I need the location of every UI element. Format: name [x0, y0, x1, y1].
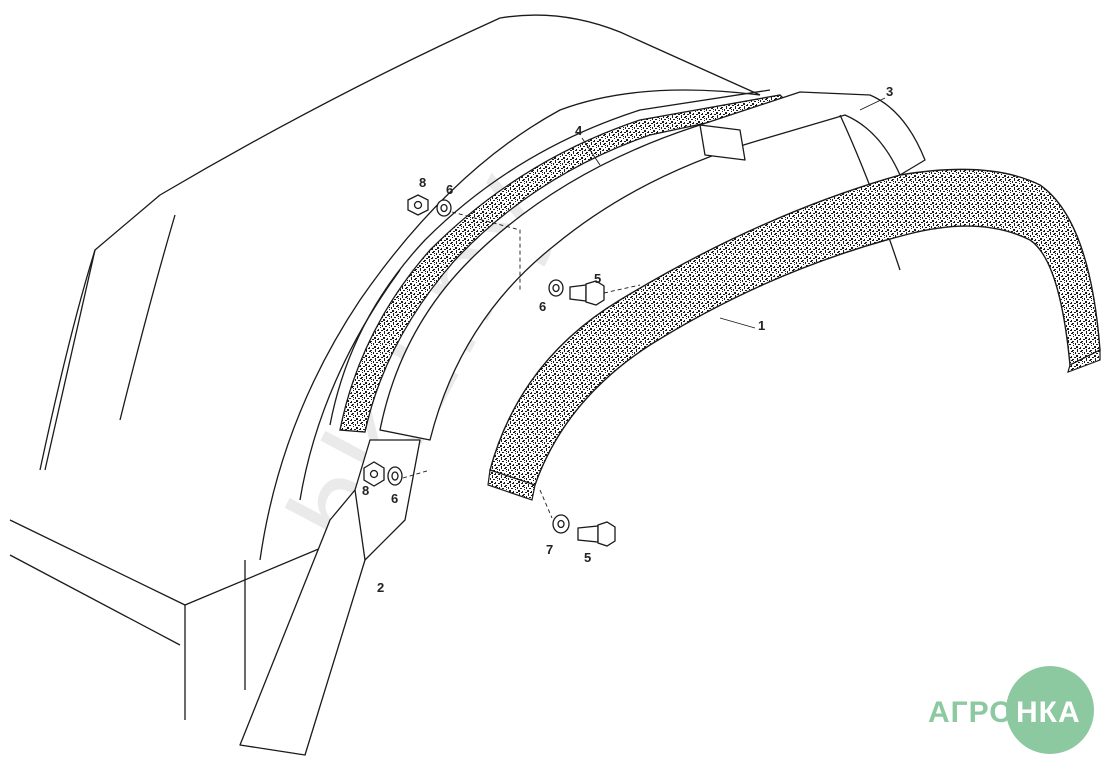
fastener-group-bottom	[552, 514, 616, 547]
part-2-support	[239, 439, 421, 756]
bracket-block	[699, 124, 746, 161]
fender-front-end	[487, 469, 536, 501]
bolt-shank-icon	[569, 284, 587, 302]
callout-5-middle: 5	[594, 271, 601, 286]
bracket-frame	[379, 91, 926, 441]
cab-pillar	[119, 214, 176, 421]
bolt-head-icon	[597, 521, 616, 547]
callout-6-upper: 6	[446, 182, 453, 197]
bolt-shank-icon	[577, 525, 599, 543]
logo-text-left: АГРО	[928, 696, 1014, 729]
callout-4: 4	[575, 123, 583, 138]
guide-lines	[402, 211, 641, 519]
guide-line-upper	[451, 211, 521, 290]
bolt-head-icon	[585, 280, 605, 306]
leader-lines	[581, 97, 886, 329]
part-1-fender	[487, 168, 1101, 501]
leader-3	[859, 97, 886, 111]
washer-hole-icon	[552, 283, 560, 293]
washer-hole-icon	[440, 203, 448, 213]
guide-line-bottom	[539, 489, 553, 519]
callout-6-lower: 6	[391, 491, 398, 506]
callouts: 1 2 3 4 5 5 6 6 6 7 8 8	[362, 84, 893, 595]
callout-5-bottom: 5	[584, 550, 591, 565]
fender-inner-line	[259, 89, 761, 561]
cab-roof-line	[44, 14, 761, 471]
callout-1: 1	[758, 318, 765, 333]
guide-line-lower	[402, 469, 431, 479]
fastener-group-middle	[548, 279, 605, 306]
cab-outline	[9, 14, 761, 720]
callout-3: 3	[886, 84, 893, 99]
guide-line-middle	[603, 284, 641, 294]
leader-1	[719, 317, 756, 329]
fastener-group-lower	[363, 461, 403, 487]
fastener-group-upper	[407, 194, 452, 217]
cab-front-edge	[39, 249, 96, 471]
callout-8-lower: 8	[362, 483, 369, 498]
fender-inner-line-2	[299, 269, 401, 501]
support-bar	[239, 439, 421, 756]
callout-6-middle: 6	[539, 299, 546, 314]
washer-hole-icon	[391, 471, 399, 481]
hood-top-edge	[9, 519, 341, 606]
nut-hole-icon	[413, 200, 423, 210]
seal-strip-edge	[329, 89, 771, 426]
callout-2: 2	[377, 580, 384, 595]
nut-hole-icon	[369, 469, 379, 479]
fender-rear-end	[1067, 349, 1101, 373]
leader-4	[581, 137, 601, 166]
fender-arch	[489, 168, 1101, 486]
washer-hole-icon	[557, 519, 565, 529]
logo-circle	[1006, 666, 1094, 754]
callout-8-upper: 8	[419, 175, 426, 190]
hood-side-edge	[9, 554, 181, 646]
logo-text-right: НКА	[1016, 696, 1081, 729]
agronka-logo: АГРО НКА	[928, 666, 1094, 754]
support-fold	[354, 489, 366, 561]
callout-7: 7	[546, 542, 553, 557]
